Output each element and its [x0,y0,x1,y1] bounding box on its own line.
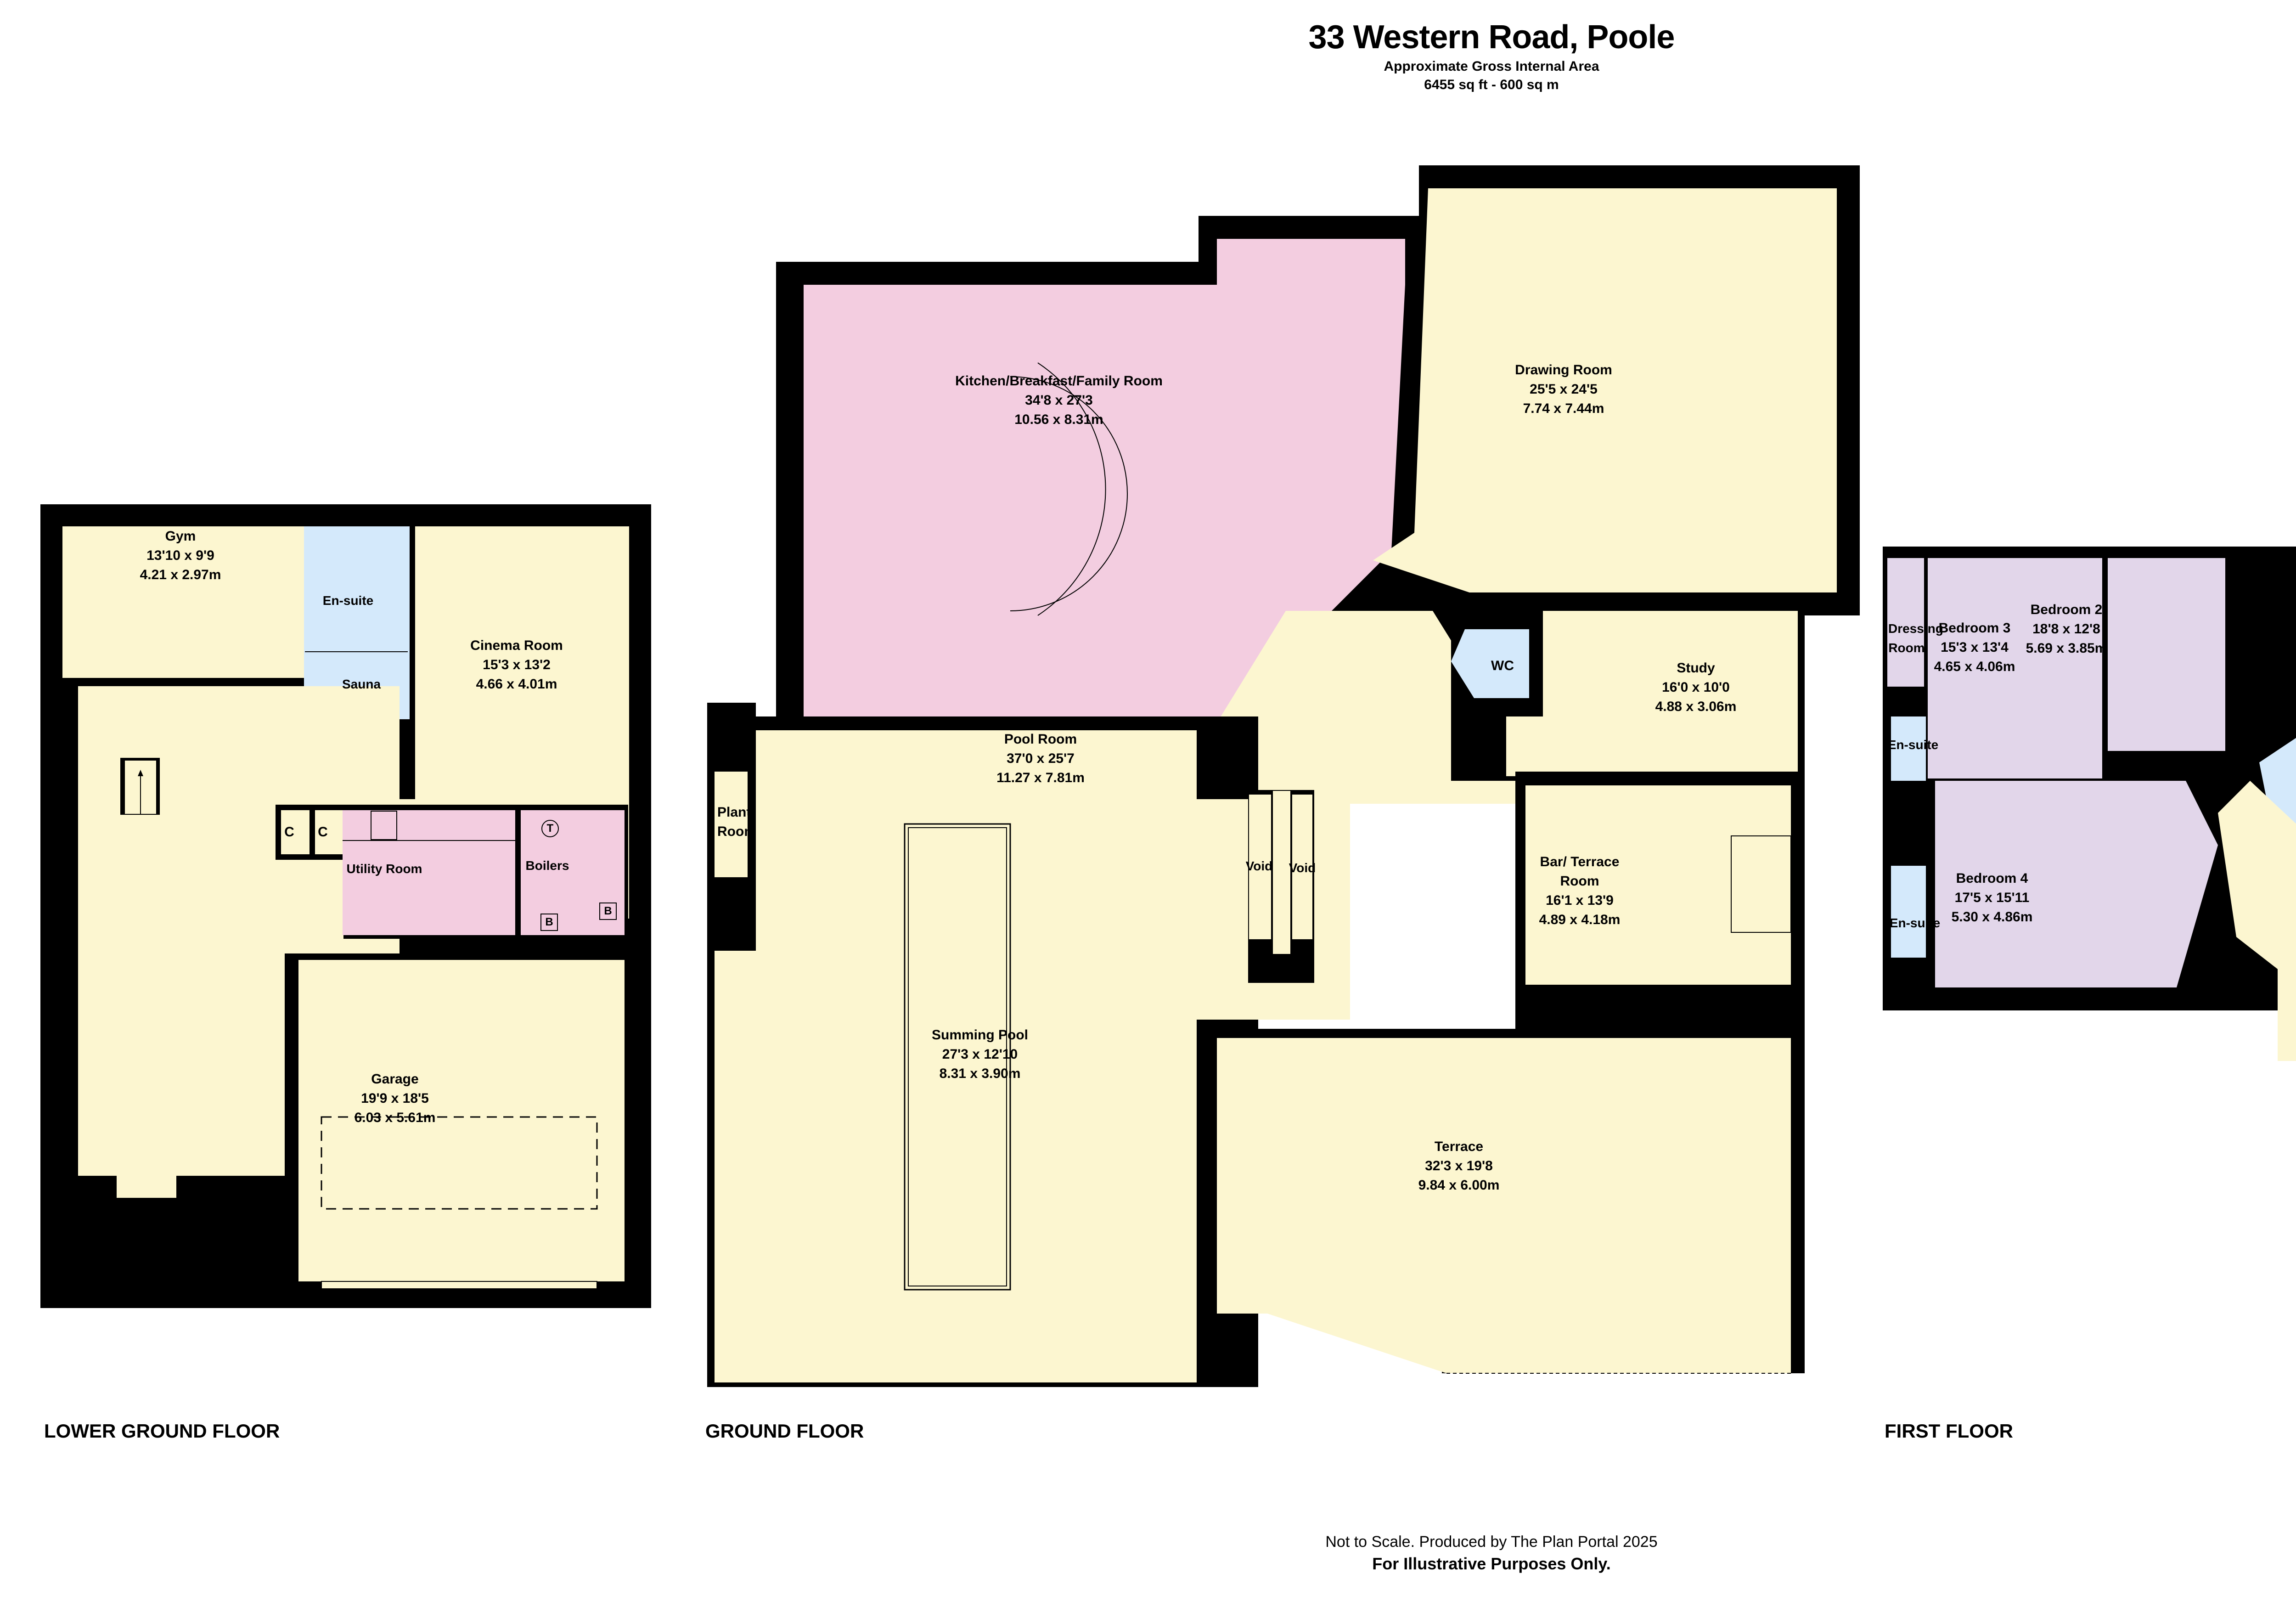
disclaimer-scale: Not to Scale. Produced by The Plan Porta… [1325,1533,1658,1551]
area-subtitle: Approximate Gross Internal Area [1384,59,1599,74]
sink-icon [371,811,397,840]
floor-label-ground: GROUND FLOOR [705,1420,864,1442]
lower-ground-floor-plan [40,504,651,1308]
wc-room [1451,629,1529,698]
drawing-room [1373,188,1837,592]
dressing-room-1 [1887,558,1924,687]
room-label-dressing-1: Dressing Room [1888,621,1943,655]
void-right [1292,795,1312,939]
kitchen-island [1010,376,1128,611]
first-floor-plan [1883,547,2296,1061]
boiler-label-2: B [604,905,612,917]
floor-label-first: FIRST FLOOR [1885,1420,2013,1442]
swimming-pool [904,823,1011,1291]
room-label-void-2: Void [1289,861,1316,875]
room-label-void-1: Void [1245,859,1273,873]
area-value: 6455 sq ft - 600 sq m [1424,77,1559,92]
cinema-room [415,526,629,799]
cupboard-1 [281,810,310,854]
bar-terrace-room [1525,785,1791,985]
terrace-ground [1217,1038,1791,1373]
tank-icon [541,820,559,837]
void-left [1249,795,1271,939]
room-label-boilers: Boilers [525,858,569,873]
bedroom-4 [1935,781,2218,987]
room-label-wc: WC [1491,658,1514,673]
kitchen-room [804,239,1405,730]
page-title: 33 Western Road, Poole [1308,19,1675,56]
room-label-cupboard-1: C [284,824,294,840]
plant-room [715,772,748,877]
room-label-ensuite-b4: En-suite [1889,916,1941,930]
boiler-label-1: B [545,916,553,928]
ground-floor-plan [707,165,1860,1387]
room-label-plant: Plant Room [717,805,756,839]
room-label-sauna: Sauna [342,677,381,691]
ensuite-b3 [1891,716,1926,781]
bar-counter [1731,835,1791,933]
central-hall [1199,611,1515,804]
boilers-room [521,810,625,935]
french-doors [117,1176,176,1198]
room-label-ensuite-b3: En-suite [1887,738,1939,752]
staircase [1273,791,1290,954]
tank-label: T [546,822,554,835]
cupboard-2 [315,810,343,854]
floor-label-lower-ground: LOWER GROUND FLOOR [44,1420,280,1442]
room-label-cupboard-2: C [318,824,328,840]
gym-room [62,526,304,678]
study-room [1543,611,1798,776]
room-label-ensuite: En-suite [322,593,374,608]
garage-room [298,960,625,1281]
bedroom-2 [2108,558,2225,751]
landing [2218,781,2296,1061]
ensuite-b4 [1891,866,1926,958]
car-outline [321,1116,598,1210]
disclaimer-illustrative: For Illustrative Purposes Only. [1372,1554,1611,1573]
room-label-utility: Utility Room [346,862,422,876]
